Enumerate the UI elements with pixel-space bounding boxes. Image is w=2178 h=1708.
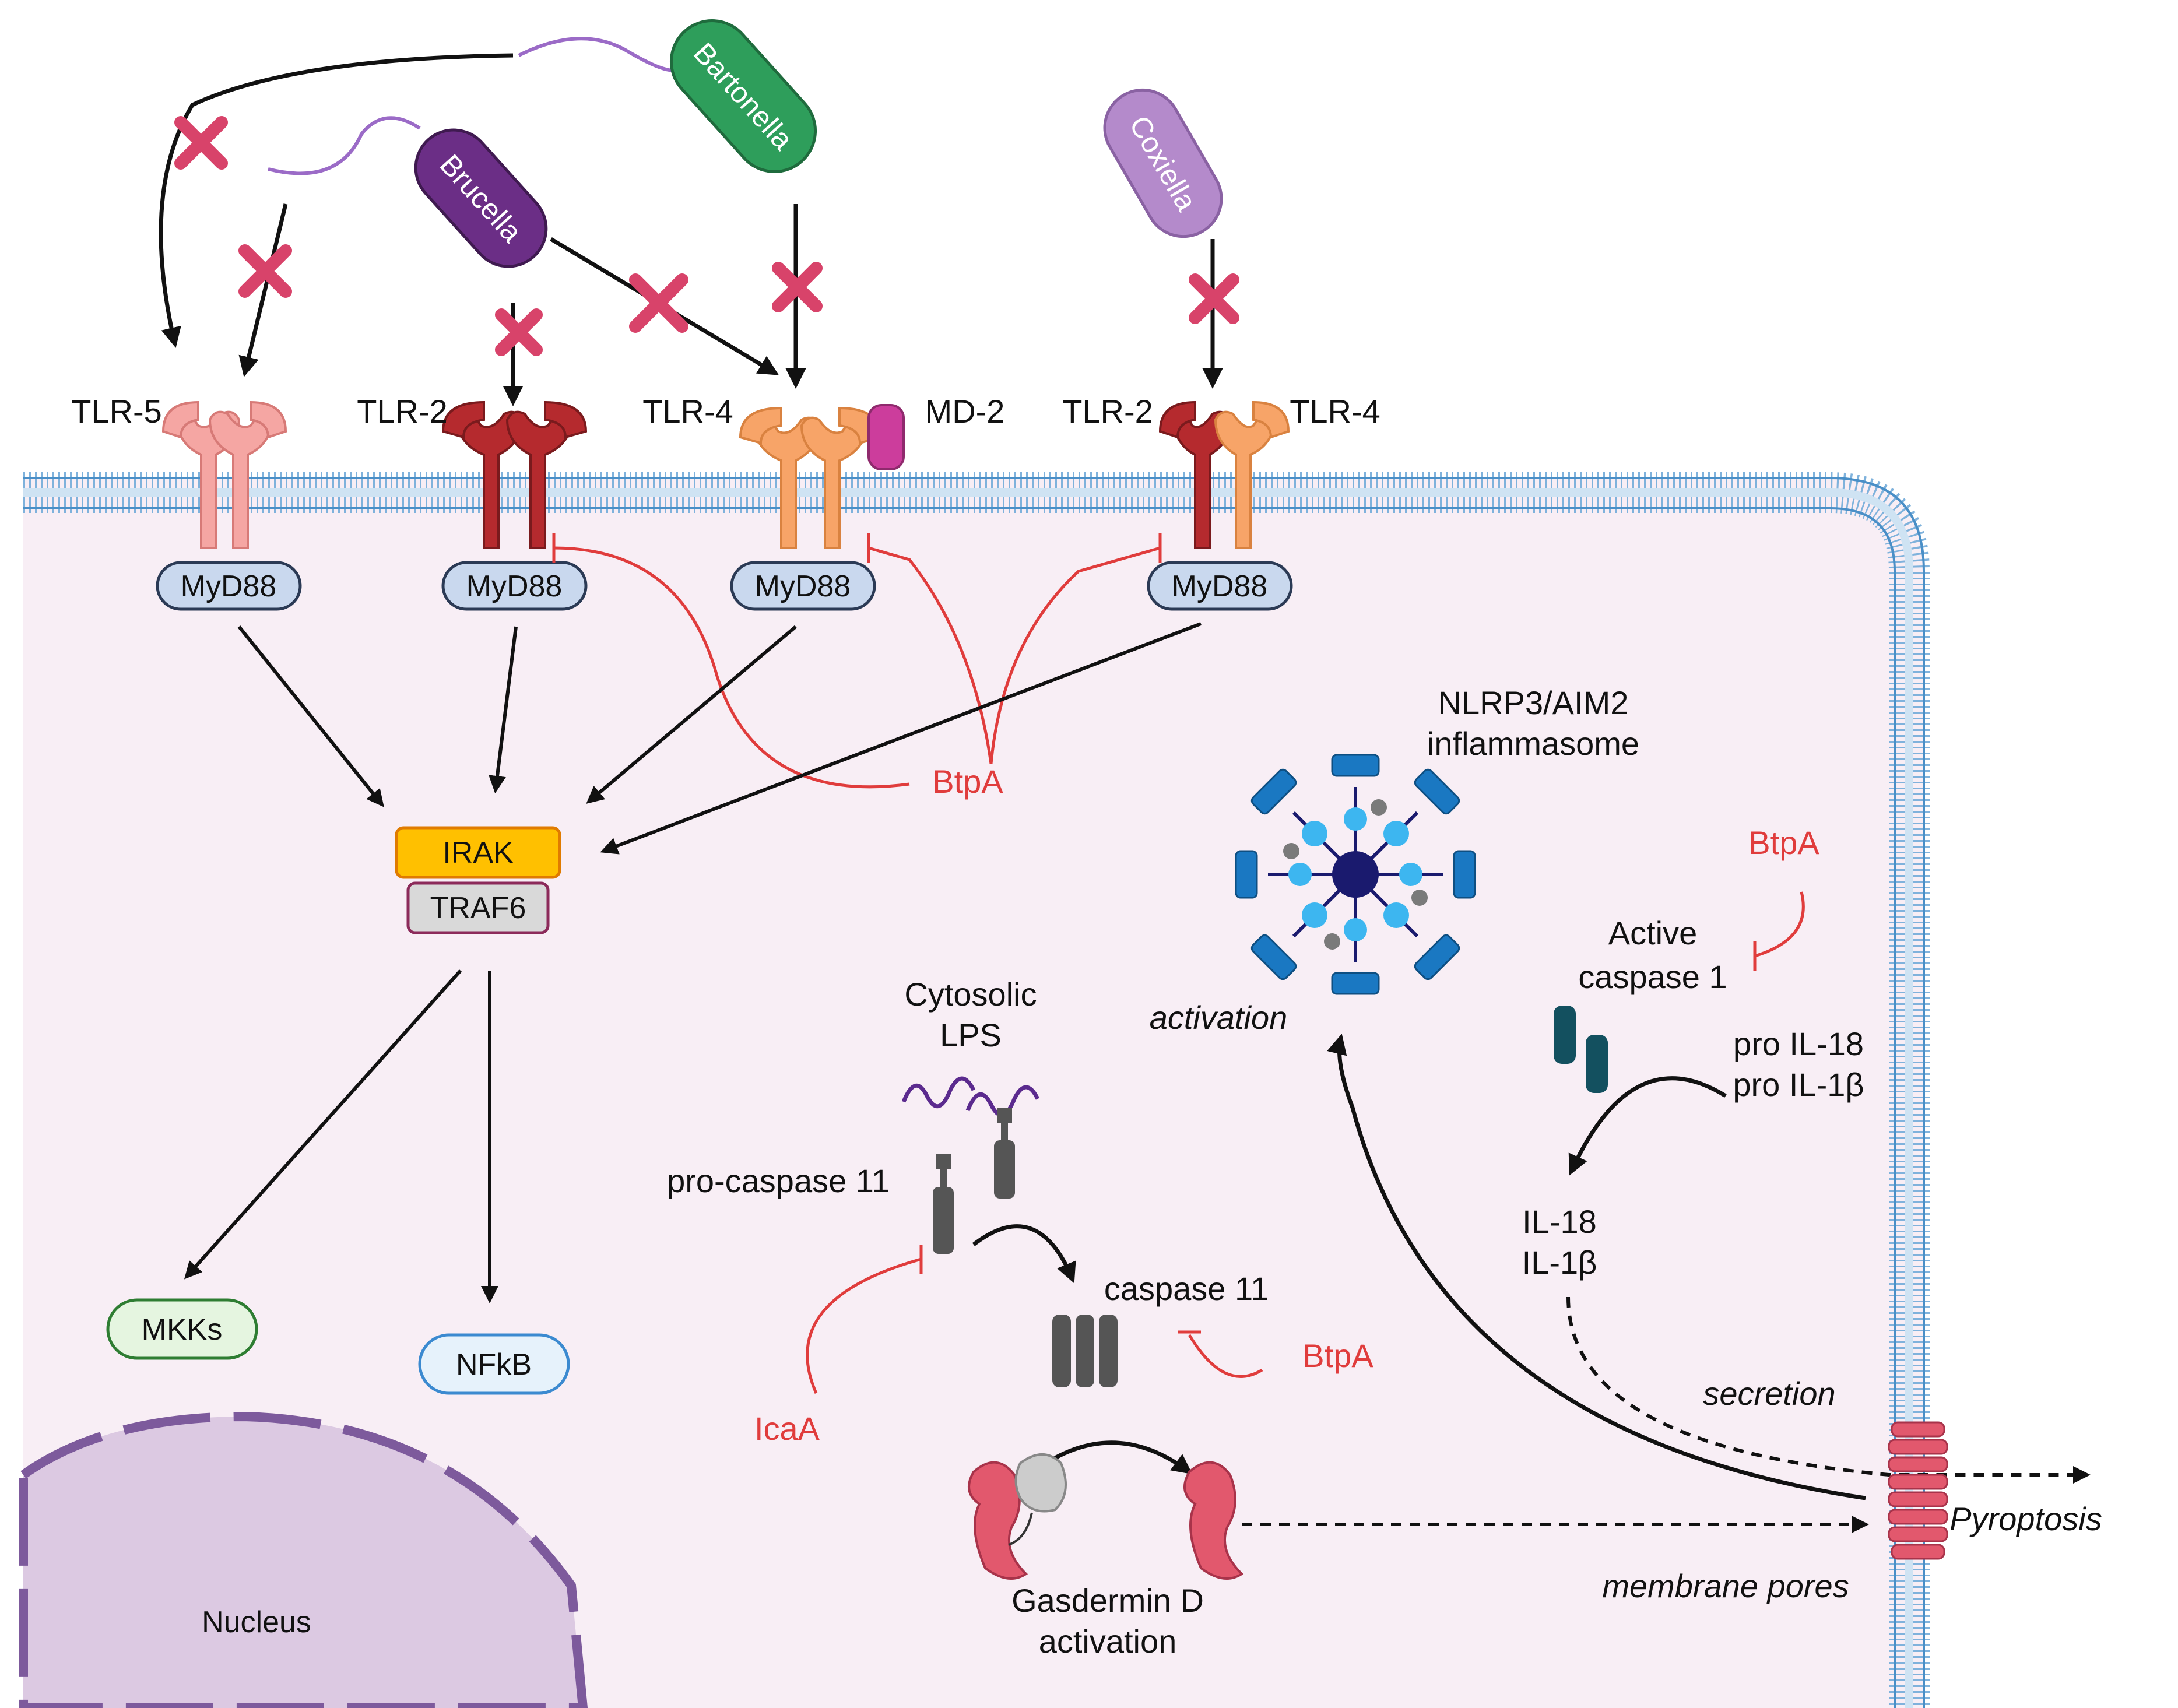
caspase1-label-1: Active xyxy=(1608,915,1698,951)
bacterium-coxiella: Coxiella xyxy=(1103,88,1223,238)
md2-protein xyxy=(867,404,905,470)
gasdermin-label-1: Gasdermin D xyxy=(1011,1582,1204,1619)
bacterium-bartonella: Bartonella xyxy=(518,19,817,173)
secretion-arrow xyxy=(1566,1296,2091,1484)
nucleus-label: Nucleus xyxy=(202,1605,311,1639)
inflammasome-activation-arrow xyxy=(1327,1034,1866,1500)
caspase1-dimer xyxy=(1554,1006,1608,1093)
nucleus: Nucleus xyxy=(19,1411,588,1708)
block-x-4 xyxy=(629,273,688,333)
btpa-label-3: BtpA xyxy=(1748,824,1819,861)
block-x-6 xyxy=(1189,273,1239,324)
il18-label: IL-18 xyxy=(1522,1203,1597,1240)
traf6-box: TRAF6 xyxy=(406,881,550,934)
btpa-label-1: BtpA xyxy=(932,763,1003,800)
svg-text:MyD88: MyD88 xyxy=(755,570,851,603)
pro-il18-label: pro IL-18 xyxy=(1733,1025,1864,1062)
cytosolic-label: Cytosolic xyxy=(904,976,1037,1013)
inflammasome-label-1: NLRP3/AIM2 xyxy=(1438,684,1629,721)
svg-text:NFkB: NFkB xyxy=(456,1348,532,1382)
cleavage-arrow xyxy=(1568,1076,1727,1176)
pro-caspase11-molecules xyxy=(933,1108,1015,1254)
myd88-adaptor-2: MyD88 xyxy=(441,561,588,611)
icaa-label: IcaA xyxy=(754,1410,820,1447)
svg-text:MyD88: MyD88 xyxy=(466,570,563,603)
pyroptosis-label: Pyroptosis xyxy=(1949,1500,2102,1537)
btpa-myd88-inhibition xyxy=(552,533,1162,789)
tlr4-label-b: TLR-4 xyxy=(1290,393,1380,430)
tlr5-receptor xyxy=(161,400,287,549)
irak-box: IRAK xyxy=(395,826,561,879)
tlr2-receptor-a xyxy=(441,400,588,549)
bacterium-brucella: Brucella xyxy=(268,116,548,268)
svg-text:MyD88: MyD88 xyxy=(181,570,277,603)
md2-label: MD-2 xyxy=(925,393,1005,430)
membrane-pore xyxy=(1888,1421,1948,1560)
traf6-downstream-arrows xyxy=(184,969,498,1303)
myd88-to-irak-arrows xyxy=(237,622,1202,855)
inflammasome-complex xyxy=(1235,754,1476,995)
block-x-3 xyxy=(495,308,543,356)
lps-label: LPS xyxy=(940,1017,1002,1053)
pro-il1b-label: pro IL-1β xyxy=(1733,1066,1864,1103)
il1b-label: IL-1β xyxy=(1522,1244,1597,1281)
svg-text:MyD88: MyD88 xyxy=(1172,570,1268,603)
blocked-arrows xyxy=(159,53,1223,406)
pro-caspase11-label: pro-caspase 11 xyxy=(667,1162,890,1199)
icaa-inhibition xyxy=(806,1257,922,1394)
tlr5-label: TLR-5 xyxy=(71,393,162,430)
svg-text:IRAK: IRAK xyxy=(442,836,514,870)
inflammasome-label-2: inflammasome xyxy=(1427,725,1639,762)
mkks-box: MKKs xyxy=(106,1298,258,1360)
block-x-2 xyxy=(238,244,292,298)
svg-text:TRAF6: TRAF6 xyxy=(430,891,526,925)
gasdermin-full-length xyxy=(968,1453,1067,1580)
btpa-caspase1-inhibition xyxy=(1754,891,1805,958)
caspase11-activation-arrow xyxy=(972,1224,1076,1284)
tlr4-label-a: TLR-4 xyxy=(642,393,733,430)
block-x-5 xyxy=(772,262,823,312)
myd88-adaptor-4: MyD88 xyxy=(1147,561,1293,611)
caspase11-multimer xyxy=(1052,1315,1118,1387)
caspase11-label: caspase 11 xyxy=(1104,1270,1269,1307)
btpa-caspase11-inhibition xyxy=(1188,1334,1263,1378)
gasdermin-label-2: activation xyxy=(1039,1623,1177,1660)
membrane-pores-label: membrane pores xyxy=(1602,1568,1849,1604)
myd88-adaptor-3: MyD88 xyxy=(730,561,876,611)
block-x-marks xyxy=(174,116,1239,356)
secretion-label: secretion xyxy=(1703,1375,1835,1412)
tlr2-label-a: TLR-2 xyxy=(357,393,448,430)
nfkb-box: NFkB xyxy=(418,1333,570,1395)
activation-label: activation xyxy=(1150,999,1288,1036)
btpa-label-2: BtpA xyxy=(1302,1337,1373,1374)
gasdermin-cleaved xyxy=(1183,1461,1244,1580)
tlr2-tlr4-heterodimer xyxy=(1158,400,1290,549)
caspase1-label-2: caspase 1 xyxy=(1578,958,1727,995)
svg-text:MKKs: MKKs xyxy=(142,1313,223,1347)
myd88-adaptor-1: MyD88 xyxy=(156,561,302,611)
block-x-1 xyxy=(174,116,228,170)
tlr2-label-b: TLR-2 xyxy=(1062,393,1153,430)
